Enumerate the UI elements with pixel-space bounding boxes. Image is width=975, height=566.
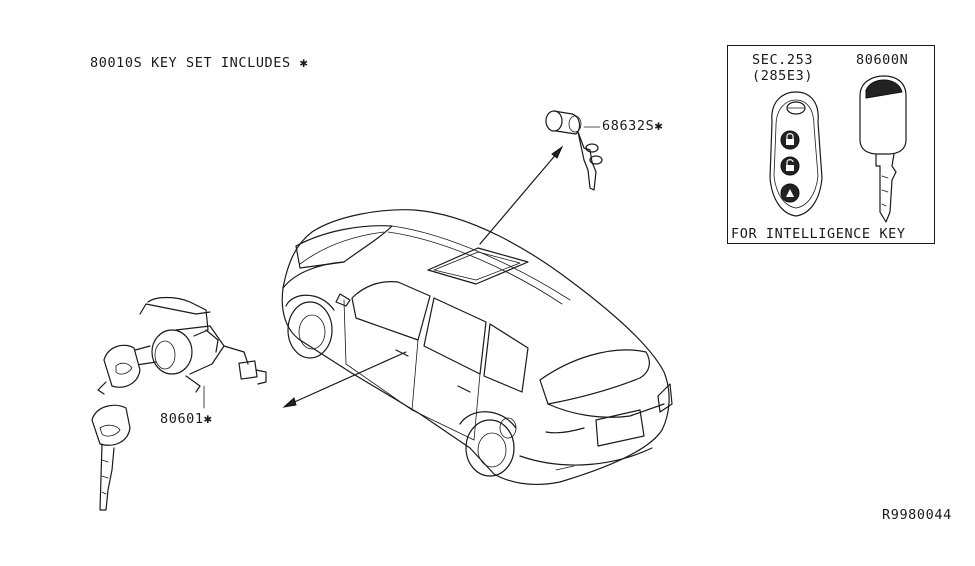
intelligent-key-fob [769,91,823,217]
inset-caption: FOR INTELLIGENCE KEY [731,226,906,242]
unlock-icon [786,159,794,171]
cylinder-arrow [479,145,564,245]
section-sub-reference-label: (285E3) [752,68,814,84]
cylinder-part-label: 68632S✱ [602,118,664,134]
vehicle-illustration [281,209,673,485]
door-lock-illustration [91,296,267,511]
lock-icon [786,133,794,145]
panic-icon [786,189,794,197]
ignition-cylinder-illustration [545,110,603,191]
section-reference-label: SEC.253 [752,52,814,68]
door-lock-arrow [282,351,407,408]
blank-key-80600n [859,75,907,223]
door-lock-part-label: 80601✱ [160,411,213,427]
blank-key-part-label: 80600N [856,52,909,68]
diagram-code: R9980044 [882,507,952,523]
key-set-note: 80010S KEY SET INCLUDES ✱ [90,55,309,71]
intelligent-key-inset [727,45,935,244]
brand-emblem-icon [786,101,806,115]
